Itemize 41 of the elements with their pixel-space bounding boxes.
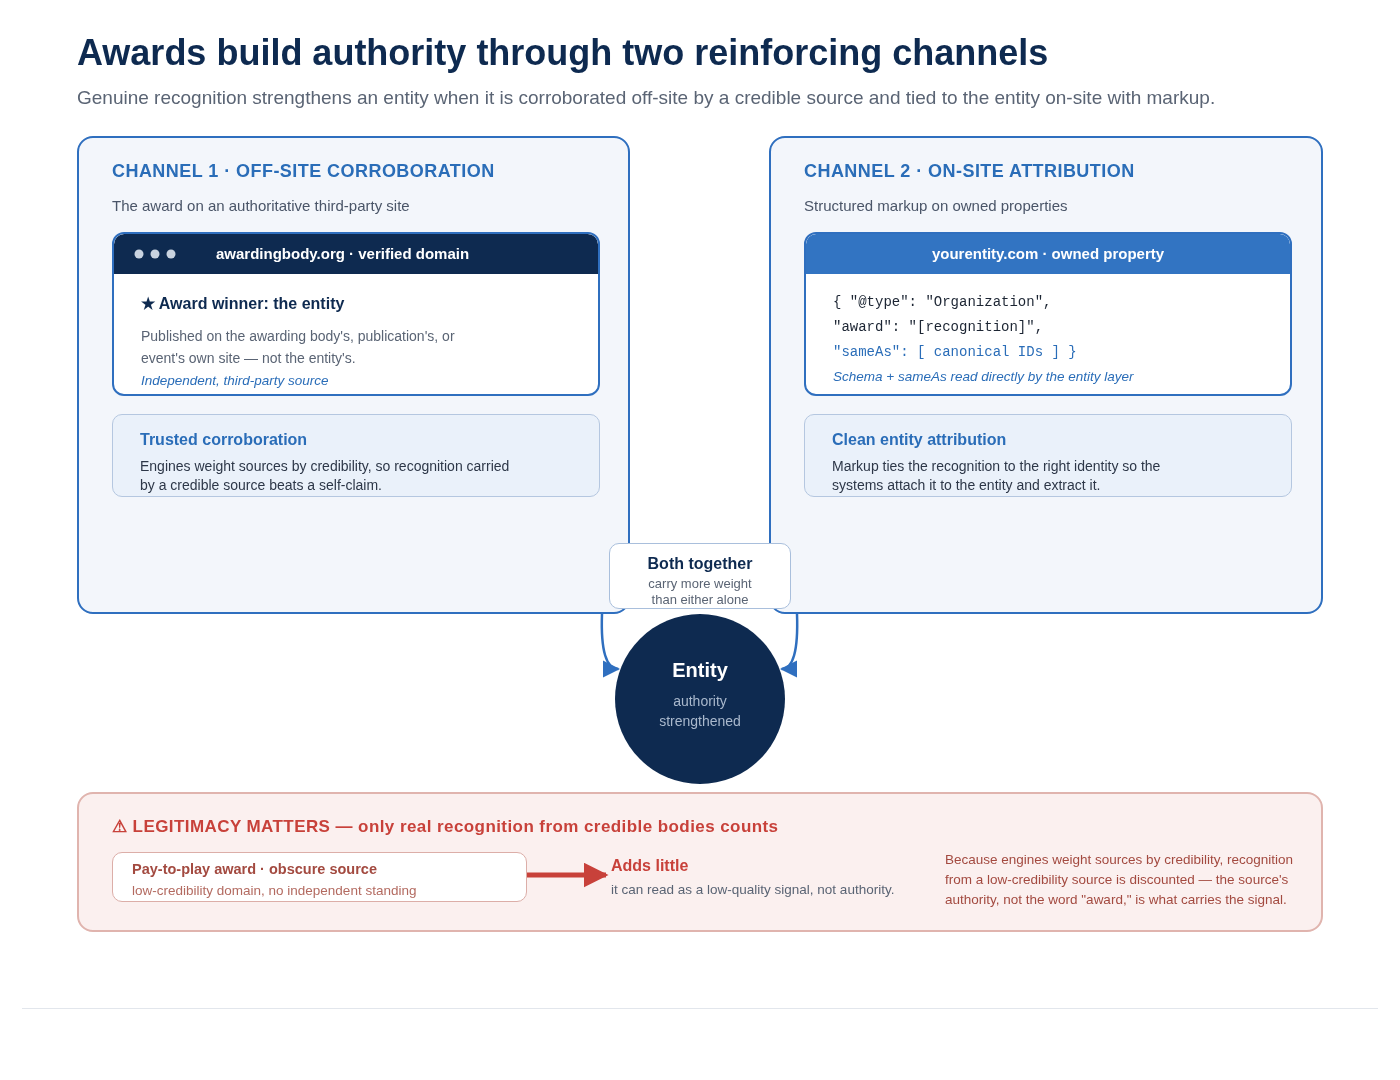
card-description: Markup ties the recognition to the right identity so the systems attach it to the entity and extract it. xyxy=(832,457,1162,495)
explanation-text: Because engines weight sources by credibility, recognition from a low-credibility source is discounted — the source's authority, not the word "award," is what carries the signal. xyxy=(945,851,1294,909)
channel-panel xyxy=(769,136,1323,614)
warning-heading: ⚠ LEGITIMACY MATTERS — only real recognition from credible bodies counts xyxy=(112,816,779,838)
panel-heading: CHANNEL 1 · OFF-SITE CORROBORATION xyxy=(112,160,495,183)
callout-box xyxy=(609,543,791,609)
callout-heading: Both together xyxy=(647,554,753,574)
warning-panel xyxy=(77,792,1323,932)
code-caption: Schema + sameAs read directly by the entity layer xyxy=(833,368,1134,386)
code-line: { "@type": "Organization", xyxy=(833,293,1052,312)
code-line: "sameAs": [ canonical IDs ] } xyxy=(833,343,1077,362)
outcome-description: it can read as a low-quality signal, not authority. xyxy=(611,881,895,899)
browser-card xyxy=(112,232,600,396)
domain-label: yourentity.com · owned property xyxy=(931,243,1165,264)
channel-panel xyxy=(77,136,630,614)
page-subtitle: Genuine recognition strengthens an entity when it is corroborated off-site by a credible source and tied to the entity on-site with markup. xyxy=(77,86,1217,110)
arrow xyxy=(600,613,621,676)
card-description: Published on the awarding body's, publication's, or event's own site — not the entity's. xyxy=(141,327,456,368)
entity-subtitle: authority strengthened xyxy=(658,692,742,731)
info-card xyxy=(112,414,600,497)
code-line: "award": "[recognition]", xyxy=(833,318,1044,337)
callout-text: carry more weight than either alone xyxy=(647,576,753,608)
card-heading: Clean entity attribution xyxy=(832,430,1007,450)
arrow xyxy=(527,862,609,888)
code-card xyxy=(804,232,1292,396)
arrow xyxy=(779,613,799,676)
card-description: Engines weight sources by credibility, so recognition carried by a credible source beats a self-claim. xyxy=(140,457,511,495)
box-subtitle: low-credibility domain, no independent standing xyxy=(132,881,417,900)
warning-box xyxy=(112,852,527,902)
info-card xyxy=(804,414,1292,497)
panel-subtitle: The award on an authoritative third-party site xyxy=(112,196,410,216)
panel-heading: CHANNEL 2 · ON-SITE ATTRIBUTION xyxy=(804,160,1135,183)
source-note: Independent, third-party source xyxy=(141,372,329,390)
card-heading: ★ Award winner: the entity xyxy=(141,294,345,314)
page-title: Awards build authority through two reinforcing channels xyxy=(77,31,1049,75)
domain-label: awardingbody.org · verified domain xyxy=(216,243,470,264)
entity-label: Entity xyxy=(672,658,728,683)
panel-subtitle: Structured markup on owned properties xyxy=(804,196,1068,216)
box-heading: Pay-to-play award · obscure source xyxy=(132,860,377,879)
outcome-heading: Adds little xyxy=(611,856,689,876)
card-heading: Trusted corroboration xyxy=(140,430,308,450)
